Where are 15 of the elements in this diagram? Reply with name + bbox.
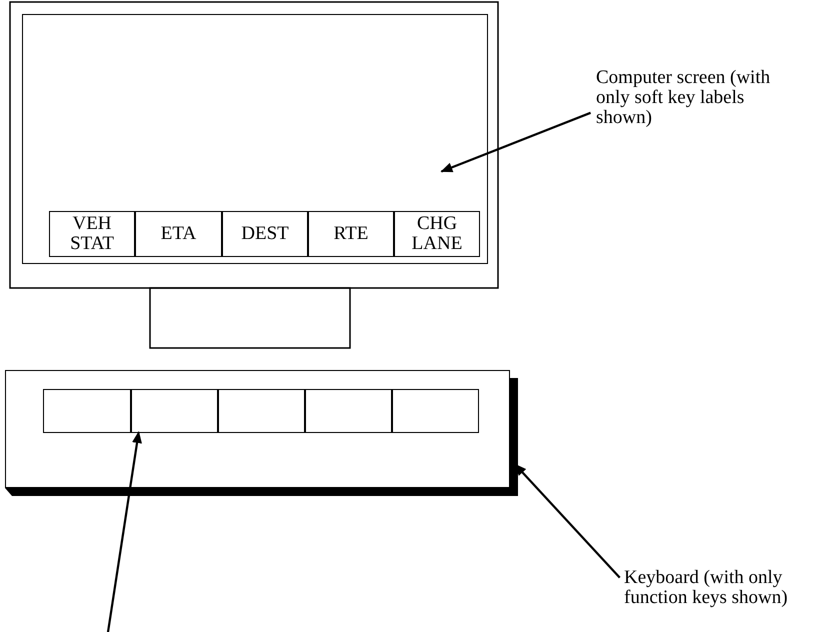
function-key [131,389,218,433]
soft-key-label: RTE [308,211,394,257]
function-key [43,389,131,433]
function-key [392,389,479,433]
soft-key-label: ETA [135,211,222,257]
callout-text: Computer screen (with only soft key labels shown) [596,68,776,132]
function-key [305,389,392,433]
screen-area [22,14,488,264]
function-key [218,389,305,433]
leader-line [440,112,591,173]
soft-key-label: CHG LANE [394,211,480,257]
soft-key-label: VEH STAT [49,211,135,257]
callout-text: Keyboard (with only function keys shown) [624,568,838,616]
soft-key-label: DEST [222,211,308,257]
arrow [106,431,142,632]
